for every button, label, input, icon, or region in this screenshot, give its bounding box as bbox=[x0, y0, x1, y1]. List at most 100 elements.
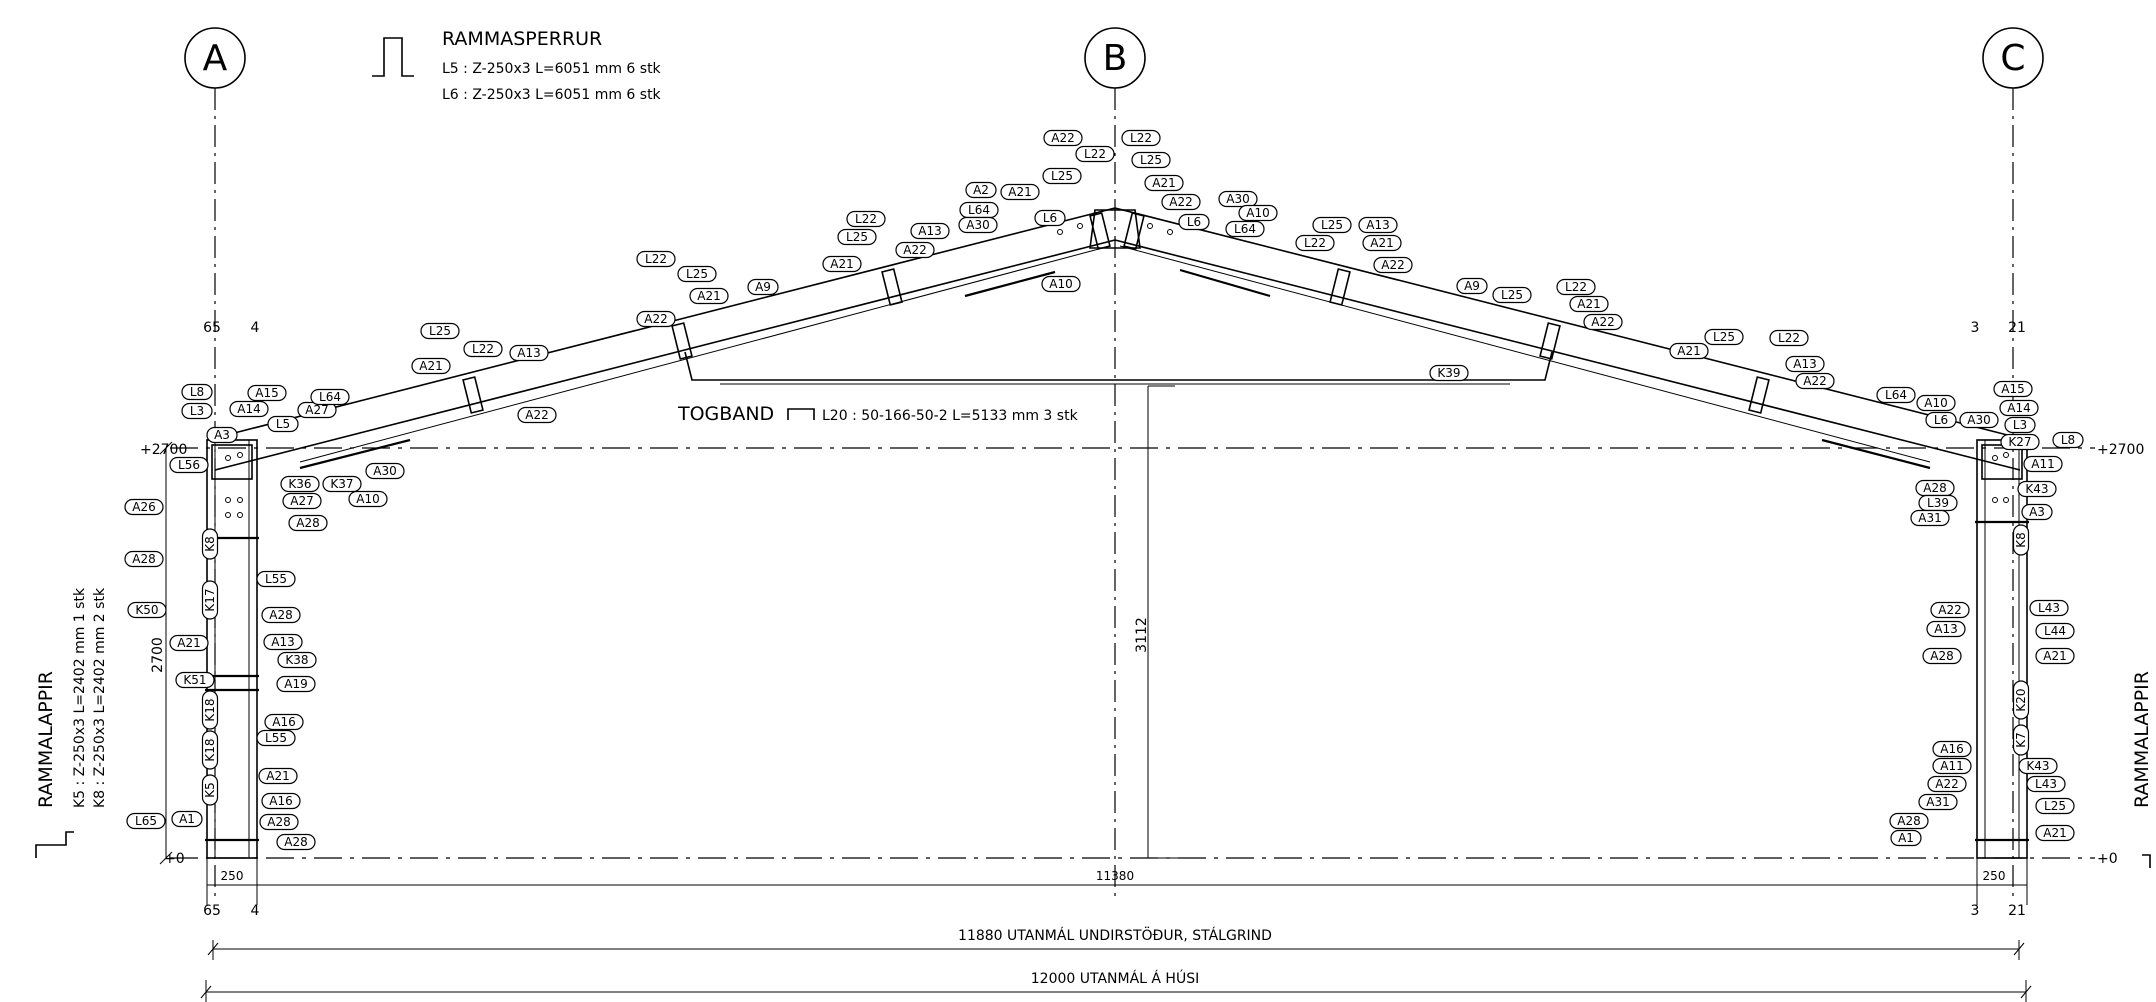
svg-text:A13: A13 bbox=[271, 635, 294, 649]
svg-text:A28: A28 bbox=[267, 815, 290, 829]
z-profile-icon bbox=[372, 37, 414, 77]
offset-a-right: 4 bbox=[251, 320, 260, 336]
z-profile-left-icon bbox=[35, 831, 74, 858]
part-tag-37: A22 bbox=[517, 406, 557, 424]
part-tag-109: L43 bbox=[2026, 775, 2066, 793]
svg-text:A16: A16 bbox=[272, 715, 295, 729]
part-tag-85: A15 bbox=[1993, 380, 2033, 398]
part-tag-62: A10 bbox=[1238, 204, 1278, 222]
svg-text:A28: A28 bbox=[1897, 814, 1920, 828]
part-tag-86: A14 bbox=[1999, 399, 2039, 417]
svg-text:L25: L25 bbox=[686, 267, 708, 281]
svg-text:A9: A9 bbox=[755, 280, 771, 294]
svg-text:A28: A28 bbox=[1930, 649, 1953, 663]
right-column bbox=[1975, 439, 2029, 859]
svg-text:L22: L22 bbox=[855, 212, 877, 226]
svg-text:A21: A21 bbox=[1577, 297, 1600, 311]
svg-text:K18: K18 bbox=[203, 738, 217, 761]
rammasperrur-line1: L5 : Z-250x3 L=6051 mm 6 stk bbox=[442, 61, 662, 77]
svg-text:K37: K37 bbox=[330, 477, 353, 491]
bottom-dimensions: 250 250 11380 65 4 3 21 11880 UTANMÁL UN… bbox=[200, 858, 2032, 1002]
column-tag-3: K18 bbox=[201, 730, 219, 770]
part-tag-61: A30 bbox=[1218, 190, 1258, 208]
part-tag-75: L25 bbox=[1704, 328, 1744, 346]
svg-text:A31: A31 bbox=[1918, 511, 1941, 525]
svg-text:21: 21 bbox=[2008, 903, 2026, 919]
svg-text:A10: A10 bbox=[1049, 277, 1072, 291]
svg-text:A11: A11 bbox=[2031, 457, 2054, 471]
part-tag-60: A22 bbox=[1161, 193, 1201, 211]
svg-text:L6: L6 bbox=[1934, 413, 1948, 427]
svg-text:A13: A13 bbox=[517, 346, 540, 360]
part-tag-90: A11 bbox=[2023, 455, 2063, 473]
svg-text:A11: A11 bbox=[1940, 759, 1963, 773]
part-tag-66: A13 bbox=[1358, 216, 1398, 234]
svg-text:L22: L22 bbox=[472, 342, 494, 356]
svg-text:L56: L56 bbox=[178, 458, 200, 472]
svg-text:K43: K43 bbox=[2026, 759, 2049, 773]
svg-text:L64: L64 bbox=[968, 203, 990, 217]
svg-text:A22: A22 bbox=[1051, 131, 1074, 145]
part-tag-68: A21 bbox=[1362, 234, 1402, 252]
part-tag-98: A28 bbox=[1922, 647, 1962, 665]
part-tag-67: L22 bbox=[1295, 234, 1335, 252]
part-tag-105: A31 bbox=[1918, 793, 1958, 811]
rammasperrur-header: RAMMASPERRUR L5 : Z-250x3 L=6051 mm 6 st… bbox=[372, 28, 662, 103]
svg-text:A30: A30 bbox=[1967, 413, 1990, 427]
part-tag-71: L25 bbox=[1492, 286, 1532, 304]
svg-text:A21: A21 bbox=[1370, 236, 1393, 250]
svg-text:A31: A31 bbox=[1926, 795, 1949, 809]
svg-text:K18: K18 bbox=[203, 698, 217, 721]
part-tag-43: L22 bbox=[846, 210, 886, 228]
part-tag-81: L64 bbox=[1876, 386, 1916, 404]
svg-text:L3: L3 bbox=[190, 404, 204, 418]
rammasperrur-title: RAMMASPERRUR bbox=[442, 28, 602, 50]
svg-text:L25: L25 bbox=[1321, 218, 1343, 232]
part-tag-23: A28 bbox=[261, 606, 301, 624]
part-tag-44: L25 bbox=[837, 228, 877, 246]
part-tag-101: A21 bbox=[2035, 647, 2075, 665]
part-tag-76: L22 bbox=[1769, 329, 1809, 347]
part-tag-97: A13 bbox=[1926, 620, 1966, 638]
part-tag-63: L6 bbox=[1178, 213, 1210, 231]
svg-text:A21: A21 bbox=[419, 359, 442, 373]
left-rafter bbox=[206, 207, 1116, 471]
part-tag-4: A26 bbox=[124, 498, 164, 516]
svg-text:A26: A26 bbox=[132, 500, 155, 514]
purlins-right bbox=[1123, 212, 1770, 414]
part-tag-84: A30 bbox=[1959, 411, 1999, 429]
part-tag-19: A27 bbox=[282, 492, 322, 510]
svg-text:L3: L3 bbox=[2013, 418, 2027, 432]
svg-text:L5: L5 bbox=[276, 417, 290, 431]
part-tag-106: A28 bbox=[1889, 812, 1929, 830]
column-tag-4: K5 bbox=[201, 774, 219, 806]
part-tag-47: A21 bbox=[822, 255, 862, 273]
svg-text:A13: A13 bbox=[1366, 218, 1389, 232]
svg-text:L8: L8 bbox=[2061, 433, 2075, 447]
svg-text:A21: A21 bbox=[1008, 185, 1031, 199]
svg-text:K27: K27 bbox=[2008, 435, 2031, 449]
togband-title: TOGBAND bbox=[677, 403, 774, 425]
svg-text:L22: L22 bbox=[1304, 236, 1326, 250]
part-tag-102: A16 bbox=[1932, 740, 1972, 758]
svg-text:L64: L64 bbox=[1885, 388, 1907, 402]
axis-bubble-b: B bbox=[1084, 27, 1146, 89]
part-tag-78: A13 bbox=[1785, 355, 1825, 373]
svg-text:A28: A28 bbox=[269, 608, 292, 622]
part-tag-31: A28 bbox=[259, 813, 299, 831]
svg-text:A2: A2 bbox=[973, 183, 989, 197]
svg-text:C: C bbox=[2000, 38, 2025, 79]
svg-text:65: 65 bbox=[203, 903, 221, 919]
svg-text:A28: A28 bbox=[284, 835, 307, 849]
svg-text:A27: A27 bbox=[305, 403, 328, 417]
svg-text:L8: L8 bbox=[190, 385, 204, 399]
svg-text:L25: L25 bbox=[846, 230, 868, 244]
svg-text:A22: A22 bbox=[1938, 603, 1961, 617]
axis-bubble-a: A bbox=[184, 27, 246, 89]
offset-c-right: 21 bbox=[2008, 320, 2026, 336]
part-tag-25: K38 bbox=[277, 651, 317, 669]
svg-text:L44: L44 bbox=[2044, 624, 2066, 638]
svg-text:A21: A21 bbox=[2043, 649, 2066, 663]
svg-text:L6: L6 bbox=[1043, 211, 1057, 225]
